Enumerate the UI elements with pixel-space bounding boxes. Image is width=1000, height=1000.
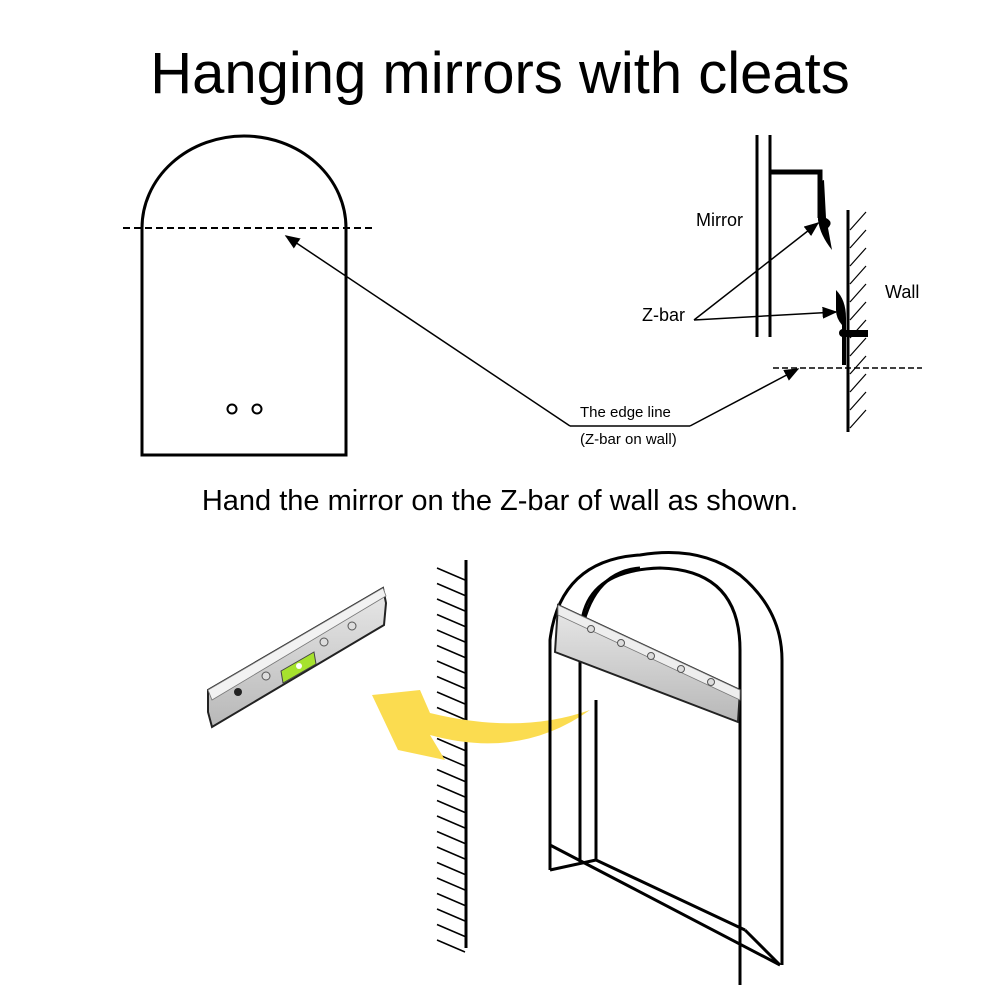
mirror-zbar	[770, 169, 823, 218]
side-view	[693, 135, 922, 432]
hatch-line	[436, 830, 466, 845]
zbar-label: Z-bar	[642, 305, 686, 325]
hatch-line	[436, 644, 466, 659]
hatch-line	[436, 706, 466, 721]
hatch-line	[436, 877, 466, 891]
edge-line-note: (Z-bar on wall)	[580, 431, 677, 448]
hatch-line	[436, 908, 466, 922]
hatch-line	[436, 846, 466, 860]
mirror-cleat	[553, 603, 742, 724]
hatch-line	[436, 613, 466, 628]
hole	[226, 403, 238, 415]
instruction-text: Hand the mirror on the Z-bar of wall as …	[201, 485, 799, 517]
mirror-front-outline	[123, 134, 372, 457]
hatch-line	[436, 737, 466, 752]
yellow-curved-arrow	[372, 690, 590, 760]
hatch-line	[436, 582, 466, 597]
wall-label: Wall	[885, 282, 920, 302]
hatch-line	[436, 598, 466, 612]
wall-zbar	[836, 290, 846, 365]
hatch-line	[436, 691, 466, 705]
hatch-line	[436, 939, 466, 953]
edge-line-label: The edge line	[580, 404, 671, 421]
hatch-line	[436, 675, 466, 690]
hatch-line	[436, 815, 466, 829]
wall-hatched	[436, 560, 468, 953]
wall-cleat	[207, 586, 388, 729]
hatch-line	[436, 861, 466, 876]
mirror-label: Mirror	[696, 210, 743, 230]
hatch-line	[436, 629, 466, 643]
hatch-line	[436, 799, 466, 814]
hole	[251, 403, 263, 415]
edge-line-callout	[284, 235, 800, 427]
hatch-line	[436, 660, 466, 674]
hatch-line	[436, 567, 466, 581]
mirror-perspective	[548, 551, 784, 985]
page-title: Hanging mirrors with cleats	[150, 41, 850, 106]
hatch-line	[436, 923, 466, 938]
hatch-line	[436, 784, 466, 798]
hatch-line	[436, 892, 466, 907]
hatch-line	[436, 768, 466, 783]
